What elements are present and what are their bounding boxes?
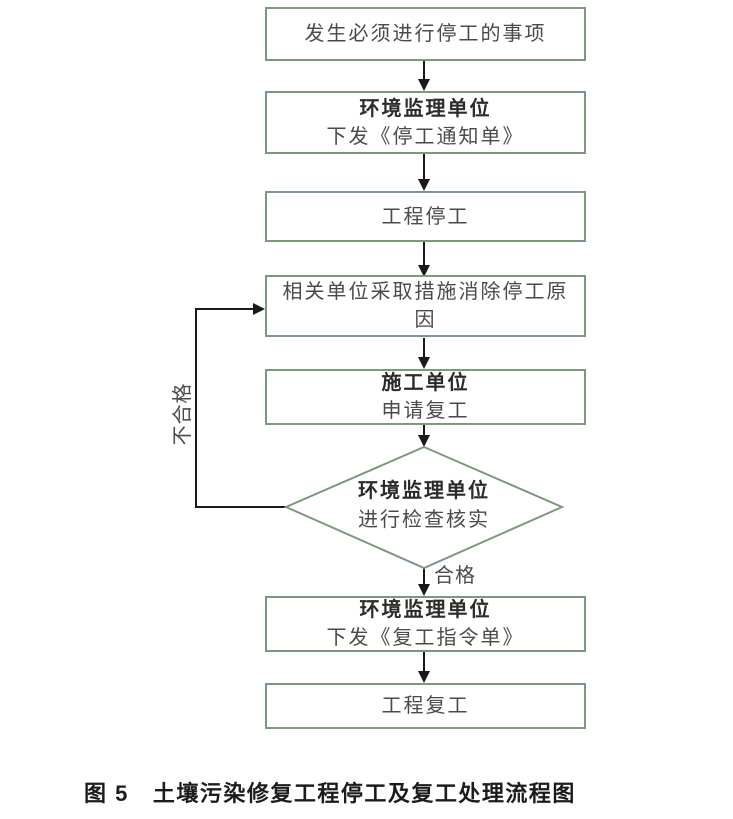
flow-node-apply-resume: 施工单位 申请复工 xyxy=(265,369,586,425)
flow-node-issue-stop-notice-subtitle: 下发《停工通知单》 xyxy=(326,125,525,148)
flow-node-apply-resume-subtitle: 申请复工 xyxy=(381,400,470,422)
edge-label-fail: 不合格 xyxy=(172,382,194,446)
flow-node-project-stop: 工程停工 xyxy=(265,191,586,242)
flow-node-inspect-verify-title: 环境监理单位 xyxy=(358,480,490,502)
figure-number: 图 5 xyxy=(84,781,129,806)
flow-node-issue-stop-notice: 环境监理单位 下发《停工通知单》 xyxy=(265,91,586,154)
flow-node-project-resume: 工程复工 xyxy=(265,683,586,729)
flow-node-apply-resume-title: 施工单位 xyxy=(381,372,470,394)
flow-node-issue-resume-order-title: 环境监理单位 xyxy=(359,599,492,621)
figure-caption: 图 5 土壤污染修复工程停工及复工处理流程图 xyxy=(84,776,576,808)
flow-node-project-resume-label: 工程复工 xyxy=(381,695,470,717)
flow-node-inspect-verify: 环境监理单位 进行检查核实 xyxy=(294,477,554,535)
edge-label-pass: 合格 xyxy=(434,565,476,587)
flow-node-eliminate-cause-label: 相关单位采取措施消除停工原因 xyxy=(282,281,569,331)
feedback-fail-connector xyxy=(195,303,286,508)
flow-node-issue-resume-order: 环境监理单位 下发《复工指令单》 xyxy=(265,596,586,652)
flow-node-start-label: 发生必须进行停工的事项 xyxy=(304,23,547,45)
decision-diamond-shape xyxy=(283,445,565,570)
flow-node-inspect-verify-subtitle: 进行检查核实 xyxy=(358,509,490,531)
flow-node-eliminate-cause: 相关单位采取措施消除停工原因 xyxy=(265,275,586,337)
flow-node-start: 发生必须进行停工的事项 xyxy=(265,7,586,61)
figure-title: 土壤污染修复工程停工及复工处理流程图 xyxy=(152,781,576,806)
flow-node-issue-stop-notice-title: 环境监理单位 xyxy=(359,97,492,120)
flow-node-project-stop-label: 工程停工 xyxy=(381,205,470,228)
flow-node-issue-resume-order-subtitle: 下发《复工指令单》 xyxy=(326,627,525,649)
